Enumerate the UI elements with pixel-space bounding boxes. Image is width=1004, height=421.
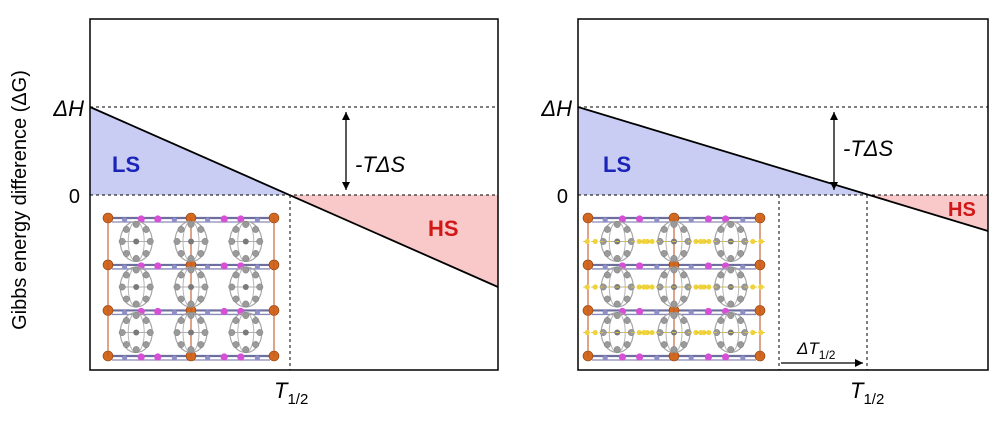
hs-label: HS <box>428 216 459 241</box>
crystal-structure-image <box>102 212 280 362</box>
zero-label: 0 <box>69 186 80 208</box>
panel-left: ΔH 0 -TΔS LS HS T1/2 <box>52 18 499 408</box>
panel-right: ΔH 0 -TΔS LS HS ΔT1/2 T1/2 <box>540 18 989 408</box>
t-half-label: T1/2 <box>274 378 308 408</box>
entropy-label: -TΔS <box>843 136 894 161</box>
shift-label: ΔT1/2 <box>796 339 836 362</box>
y-axis-label: Gibbs energy difference (ΔG) <box>9 70 31 330</box>
t-half-label: T1/2 <box>850 378 884 408</box>
entropy-label: -TΔS <box>355 152 406 177</box>
delta-h-label: ΔH <box>52 96 84 121</box>
zero-label: 0 <box>557 186 568 208</box>
ls-label: LS <box>112 152 140 177</box>
gibbs-line <box>577 106 989 232</box>
plot-frame <box>577 18 989 371</box>
gibbs-line <box>89 106 499 288</box>
delta-h-label: ΔH <box>540 96 572 121</box>
hs-label: HS <box>948 199 976 221</box>
crystal-structure-image <box>582 212 766 362</box>
ls-label: LS <box>603 152 631 177</box>
plot-frame <box>89 18 499 371</box>
